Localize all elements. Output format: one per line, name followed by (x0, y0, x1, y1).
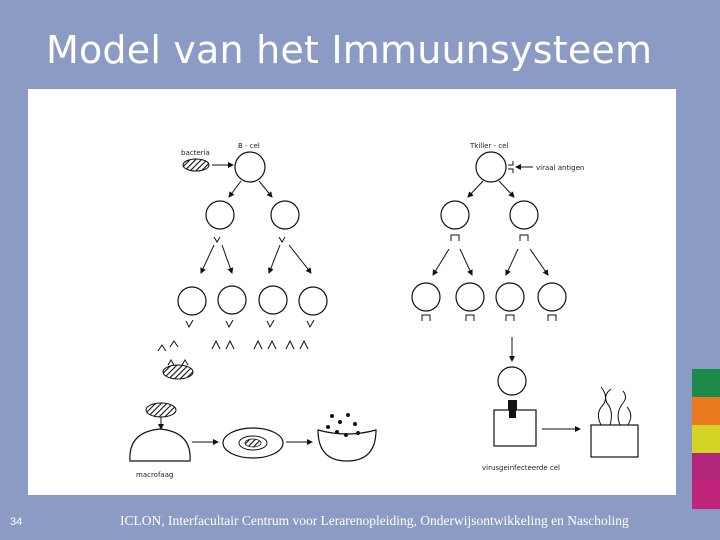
bacteria-label: bacteria (181, 149, 210, 157)
slide-title: Model van het Immuunsysteem (46, 28, 653, 72)
brand-color-bar (692, 369, 720, 509)
stripe-magenta (692, 453, 720, 481)
macrophage-shape (129, 428, 191, 462)
page-number: 34 (10, 516, 23, 528)
t-killer-pathway: Tkiller - cel viraal antigen virus (411, 142, 639, 472)
killer-cell (475, 151, 507, 183)
stripe-green (692, 369, 720, 397)
b-cell-label: B - cel (238, 142, 260, 150)
b-cell (234, 151, 266, 183)
stripe-orange (692, 397, 720, 425)
infected-cell-label: virusgeinfecteerde cel (482, 464, 560, 472)
footer-institution: ICLON, Interfacultair Centrum voor Lerar… (120, 513, 629, 528)
immune-system-diagram: bacteria B - cel mac (28, 89, 676, 495)
bacterium-shape (182, 158, 210, 172)
killer-cell-label: Tkiller - cel (469, 142, 508, 150)
stripe-yellow (692, 425, 720, 453)
stripe-pink (692, 481, 720, 509)
macrophage-label: macrofaag (136, 471, 173, 479)
viral-antigen-label: viraal antigen (536, 164, 584, 172)
b-cell-pathway: bacteria B - cel mac (129, 142, 377, 479)
